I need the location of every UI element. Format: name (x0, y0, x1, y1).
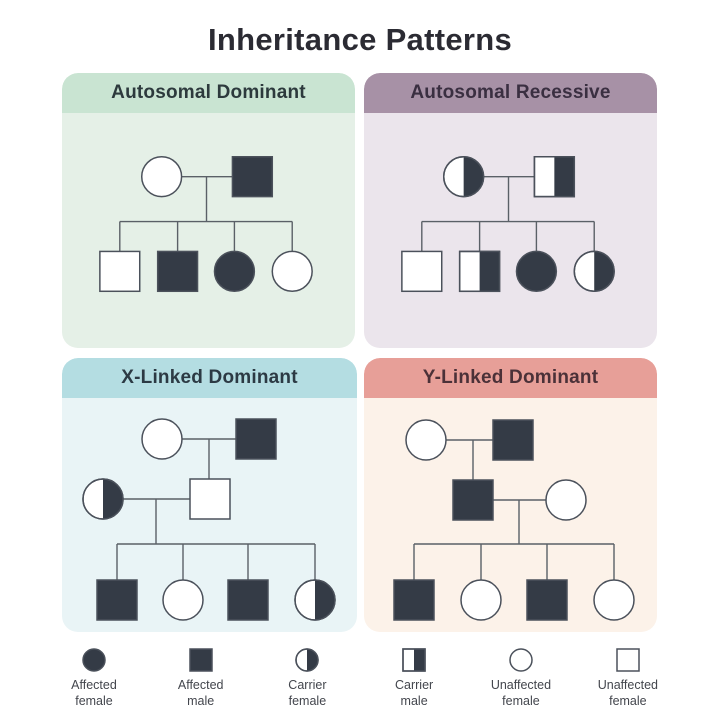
legend-item-unaffected-female: Unaffected female (491, 646, 551, 710)
affected-male-symbol (492, 419, 534, 461)
unaffected-female-symbol (593, 579, 635, 621)
panel-x-linked-dominant: X-Linked Dominant (62, 358, 357, 632)
unaffected-male-symbol (616, 648, 640, 672)
unaffected-female-icon (509, 648, 533, 672)
legend-label: Unaffected female (491, 677, 551, 710)
panel-header-x-linked-dominant: X-Linked Dominant (62, 358, 357, 398)
legend-label-line: Affected (177, 678, 224, 692)
carrier-male-symbol (533, 156, 576, 198)
unaffected-square-icon (616, 648, 640, 672)
unaffected-male-symbol (99, 250, 141, 293)
legend-label-line: Carrier (288, 678, 327, 692)
affected-female-symbol (82, 648, 106, 672)
legend-item-affected-male: Affected male (171, 646, 231, 710)
carrier-female-icon (295, 648, 320, 672)
unaffected-female-symbol (460, 579, 502, 621)
affected-male-symbol (231, 156, 274, 198)
carrier-female-symbol (442, 156, 485, 198)
panel-autosomal-recessive: Autosomal Recessive (364, 73, 657, 348)
unaffected-female-symbol (405, 419, 447, 461)
legend-item-affected-female: Affected female (64, 646, 124, 710)
affected-male-symbol (393, 579, 435, 621)
unaffected-female-symbol (140, 156, 183, 198)
legend-item-carrier-female: Carrier female (277, 646, 337, 710)
pedigree-svg (401, 156, 615, 293)
affected-male-icon (188, 648, 213, 672)
legend-label-line: Affected (71, 678, 117, 692)
affected-male-symbol (96, 579, 138, 621)
panel-y-linked-dominant: Y-Linked Dominant (364, 358, 657, 632)
legend-label-line: male (400, 694, 428, 709)
legend-label-line: female (288, 694, 327, 709)
unaffected-female-symbol (509, 648, 533, 672)
pedigree-svg (99, 156, 313, 293)
carrier-female-symbol (295, 648, 320, 672)
panel-header-autosomal-dominant: Autosomal Dominant (62, 73, 355, 113)
panel-title: Autosomal Recessive (410, 82, 611, 103)
legend-label-line: Carrier (395, 678, 434, 692)
pedigree-svg (393, 419, 635, 621)
affected-male-symbol (452, 479, 494, 521)
unaffected-female-symbol (545, 479, 587, 521)
panel-title: Y-Linked Dominant (422, 367, 599, 388)
legend-label-line: male (187, 694, 215, 709)
pedigree-chart-autosomal-recessive (364, 113, 657, 348)
affected-female-symbol (213, 250, 256, 293)
legend-item-unaffected-square: Unaffected female (598, 646, 658, 710)
affected-male-symbol (156, 250, 199, 293)
legend-label: Unaffected female (598, 677, 658, 710)
pedigree-chart-y-linked-dominant (364, 398, 657, 632)
unaffected-female-symbol (162, 579, 204, 621)
unaffected-female-symbol (141, 418, 183, 460)
carrier-female-symbol (294, 579, 336, 621)
unaffected-male-symbol (401, 250, 443, 293)
carrier-female-symbol (82, 478, 124, 520)
panel-header-y-linked-dominant: Y-Linked Dominant (364, 358, 657, 398)
page-title: Inheritance Patterns (207, 22, 513, 57)
affected-male-symbol (526, 579, 568, 621)
panel-header-autosomal-recessive: Autosomal Recessive (364, 73, 657, 113)
panel-autosomal-dominant: Autosomal Dominant (62, 73, 355, 348)
affected-female-icon (82, 648, 106, 672)
legend-label-line: female (609, 694, 647, 709)
legend-label: Affected female (71, 677, 117, 710)
legend-label-line: Unaffected (597, 678, 658, 692)
legend: Affected female Affected male Carrier fe… (64, 646, 658, 710)
panel-title: Autosomal Dominant (111, 82, 306, 103)
carrier-male-symbol (458, 250, 501, 293)
pedigree-svg (82, 418, 336, 621)
affected-female-symbol (515, 250, 558, 293)
legend-label-line: female (75, 694, 113, 709)
affected-male-symbol (235, 418, 277, 460)
affected-male-symbol (188, 648, 213, 672)
affected-male-symbol (227, 579, 269, 621)
unaffected-female-symbol (271, 250, 313, 293)
legend-label: Affected male (178, 677, 224, 710)
carrier-male-icon (402, 648, 426, 672)
panel-title: X-Linked Dominant (121, 367, 298, 388)
legend-label: Carrier male (395, 677, 433, 710)
legend-item-carrier-male: Carrier male (384, 646, 444, 710)
pedigree-chart-autosomal-dominant (62, 113, 355, 348)
legend-label-line: Unaffected (490, 678, 552, 692)
carrier-female-symbol (573, 250, 615, 293)
carrier-male-symbol (402, 648, 426, 672)
legend-label-line: female (502, 694, 540, 709)
unaffected-male-symbol (189, 478, 231, 520)
pedigree-chart-x-linked-dominant (62, 398, 357, 632)
legend-label: Carrier female (288, 677, 326, 710)
